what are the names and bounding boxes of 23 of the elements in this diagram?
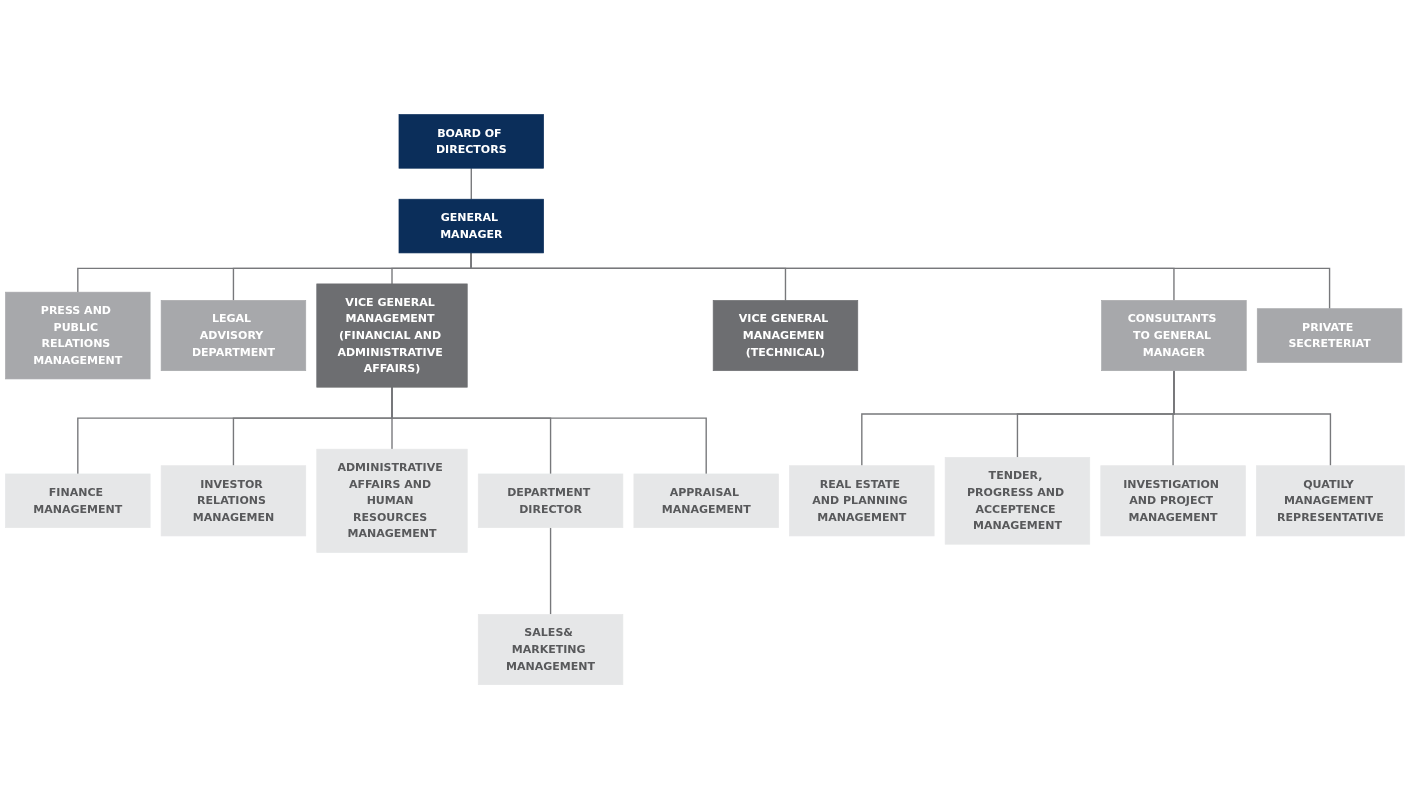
connector <box>470 252 1331 310</box>
node-box: APPRAISAL MANAGEMENT <box>633 473 779 528</box>
node-box: SALES& MARKETING MANAGEMENT <box>477 614 624 685</box>
connector <box>549 526 552 616</box>
node-box: BOARD OF DIRECTORS <box>398 114 544 169</box>
node-box: PRIVATE SECRETERIAT <box>1256 308 1403 363</box>
node-box: FINANCE MANAGEMENT <box>5 473 151 528</box>
node-box: TENDER, PROGRESS AND ACCEPTENCE MANAGEMENT <box>944 457 1091 545</box>
node-box: REAL ESTATE AND PLANNING MANAGEMENT <box>789 465 935 537</box>
connector <box>391 386 707 475</box>
connector <box>1173 369 1332 467</box>
node-box: GENERAL MANAGER <box>398 198 544 254</box>
node-box: VICE GENERAL MANAGEMENT (FINANCIAL AND ADMINISTRATIVE AFFAIRS) <box>316 283 468 388</box>
node-box: INVESTOR RELATIONS MANAGEMEN <box>160 465 307 537</box>
node-box: LEGAL ADVISORY DEPARTMENT <box>160 300 307 371</box>
node-box: DEPARTMENT DIRECTOR <box>477 473 624 528</box>
node-box: QUATILY MANAGEMENT REPRESENTATIVE <box>1256 465 1405 537</box>
connector <box>470 167 472 200</box>
node-box: ADMINISTRATIVE AFFAIRS AND HUMAN RESOURCES MANAGEMENT <box>316 448 468 553</box>
node-box: VICE GENERAL MANAGEMEN (TECHNICAL) <box>712 300 859 371</box>
node-box: CONSULTANTS TO GENERAL MANAGER <box>1101 300 1247 371</box>
node-box: INVESTIGATION AND PROJECT MANAGEMENT <box>1100 465 1246 537</box>
node-box: PRESS AND PUBLIC RELATIONS MANAGEMENT <box>5 291 151 380</box>
